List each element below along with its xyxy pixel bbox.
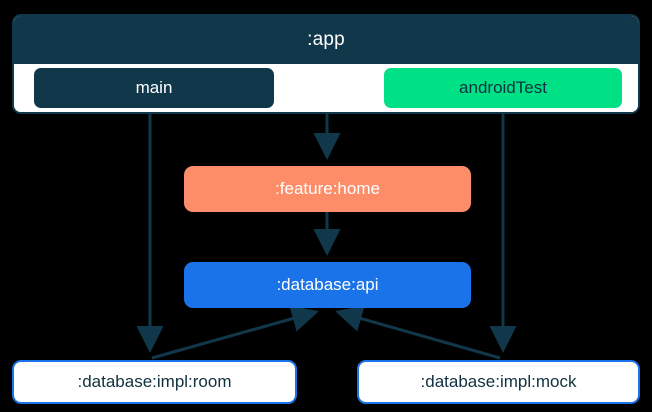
edge-database-impl-mock-to-database-api [335,305,501,360]
source-set-main[interactable]: main [34,68,274,108]
node-database-impl-mock[interactable]: :database:impl:mock [357,360,640,404]
app-module-title: :app [14,16,638,64]
node-database-api[interactable]: :database:api [184,262,471,308]
app-module-container[interactable]: :app main androidTest [12,14,640,114]
edge-database-impl-room-to-database-api [151,305,319,360]
node-database-impl-room[interactable]: :database:impl:room [12,360,297,404]
node-feature-home[interactable]: :feature:home [184,166,471,212]
app-source-set-row: main androidTest [14,64,638,112]
source-set-androidtest[interactable]: androidTest [384,68,622,108]
